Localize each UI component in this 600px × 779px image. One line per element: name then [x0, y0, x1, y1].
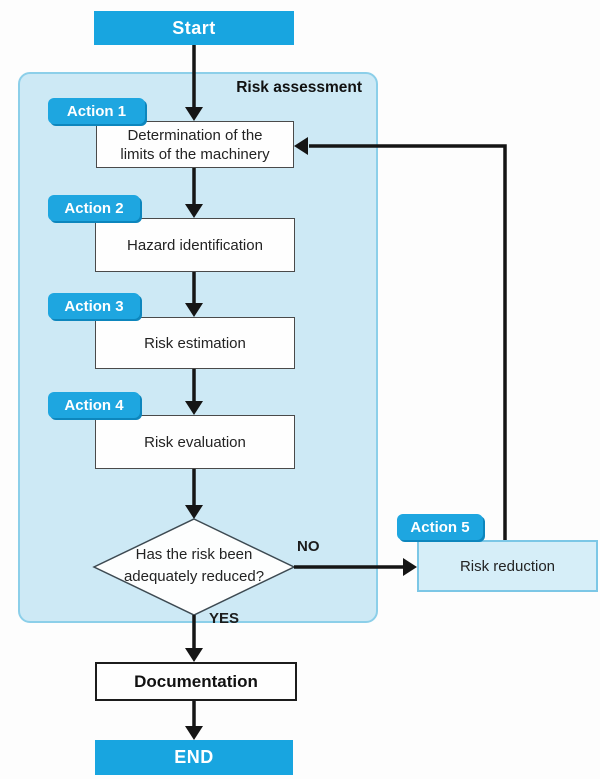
hazard-identification-node: Hazard identification [95, 218, 295, 272]
action1-tag: Action 1 [48, 98, 145, 124]
arrow-determination-to-hazard [185, 166, 203, 218]
arrow-decision-to-documentation [185, 615, 203, 662]
action2-tag: Action 2 [48, 195, 140, 221]
arrow-decision-to-reduction [294, 558, 417, 576]
risk-estimation-node: Risk estimation [95, 317, 295, 369]
action5-tag: Action 5 [397, 514, 483, 540]
determination-line2: limits of the machinery [120, 145, 270, 163]
no-edge-label: NO [297, 538, 320, 555]
arrow-estimation-to-evaluation [185, 367, 203, 415]
action3-tag: Action 3 [48, 293, 140, 319]
arrow-start-to-determination [185, 45, 203, 121]
arrow-hazard-to-estimation [185, 270, 203, 317]
yes-edge-label: YES [209, 610, 240, 627]
arrow-documentation-to-end [185, 697, 203, 740]
arrow-reduction-to-determination [294, 137, 507, 540]
documentation-node: Documentation [95, 662, 297, 701]
decision-line2: adequately reduced? [123, 568, 265, 585]
start-node: Start [94, 11, 294, 45]
decision-node-text: Has the risk been adequately reduced? [94, 544, 294, 590]
decision-line1: Has the risk been [135, 546, 253, 563]
determination-node: Determination of the limits of the machi… [96, 121, 294, 168]
risk-assessment-title: Risk assessment [236, 79, 362, 96]
determination-line1: Determination of the [127, 126, 263, 144]
action4-tag: Action 4 [48, 392, 140, 418]
end-node: END [95, 740, 293, 775]
risk-evaluation-node: Risk evaluation [95, 415, 295, 469]
arrow-evaluation-to-decision [185, 467, 203, 519]
risk-reduction-node: Risk reduction [417, 540, 598, 592]
